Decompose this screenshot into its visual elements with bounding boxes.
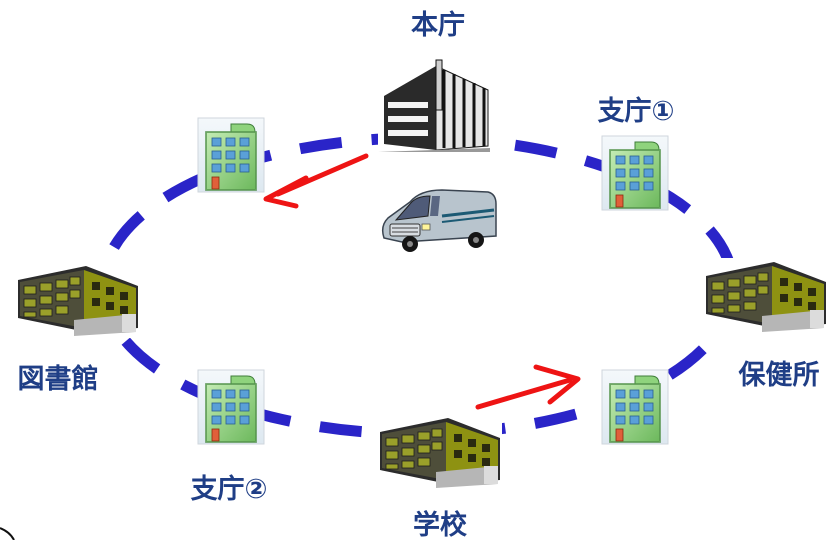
office-building-icon [197, 369, 265, 445]
label-school: 学校 [413, 509, 467, 540]
office-building-icon [197, 117, 265, 193]
delivery-van-icon [381, 189, 497, 252]
apartment-building-icon [375, 413, 503, 491]
label-main-office: 本庁 [411, 9, 465, 41]
label-library: 図書館 [18, 363, 99, 395]
direction-arrow-right [475, 364, 581, 410]
label-branch-1: 支庁① [598, 95, 675, 127]
edge-curve [0, 527, 15, 540]
office-building-icon [601, 369, 669, 445]
government-building-icon [378, 56, 490, 152]
office-building-icon [601, 135, 669, 211]
apartment-building-icon [13, 261, 141, 339]
label-health-center: 保健所 [738, 360, 820, 391]
direction-arrow-left [263, 153, 369, 209]
apartment-building-icon [701, 257, 827, 335]
label-branch-2: 支庁② [191, 473, 268, 505]
